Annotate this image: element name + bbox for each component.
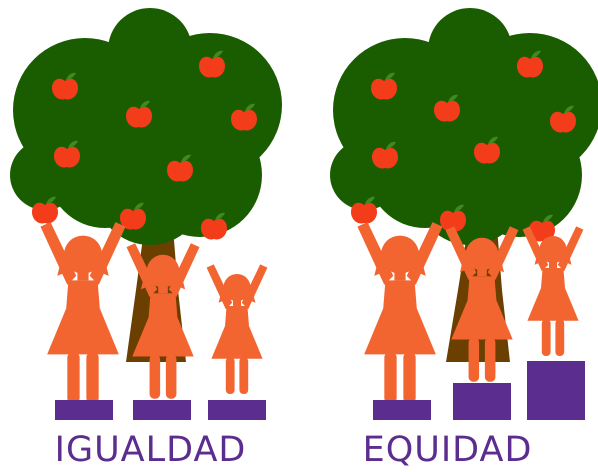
platform (453, 383, 511, 420)
caption-igualdad: IGUALDAD (54, 430, 247, 470)
platforms-left (55, 400, 266, 420)
platform (373, 400, 431, 420)
platforms-right (373, 361, 585, 420)
platform (133, 400, 191, 420)
caption-equidad: EQUIDAD (362, 430, 533, 470)
person-tall (357, 222, 443, 404)
panel-igualdad (10, 8, 282, 420)
platform (208, 400, 266, 420)
panel-equidad (330, 8, 598, 420)
platform (55, 400, 113, 420)
person-tall (40, 222, 126, 404)
person-short (522, 226, 584, 356)
person-short (206, 264, 268, 394)
platform (527, 361, 585, 420)
